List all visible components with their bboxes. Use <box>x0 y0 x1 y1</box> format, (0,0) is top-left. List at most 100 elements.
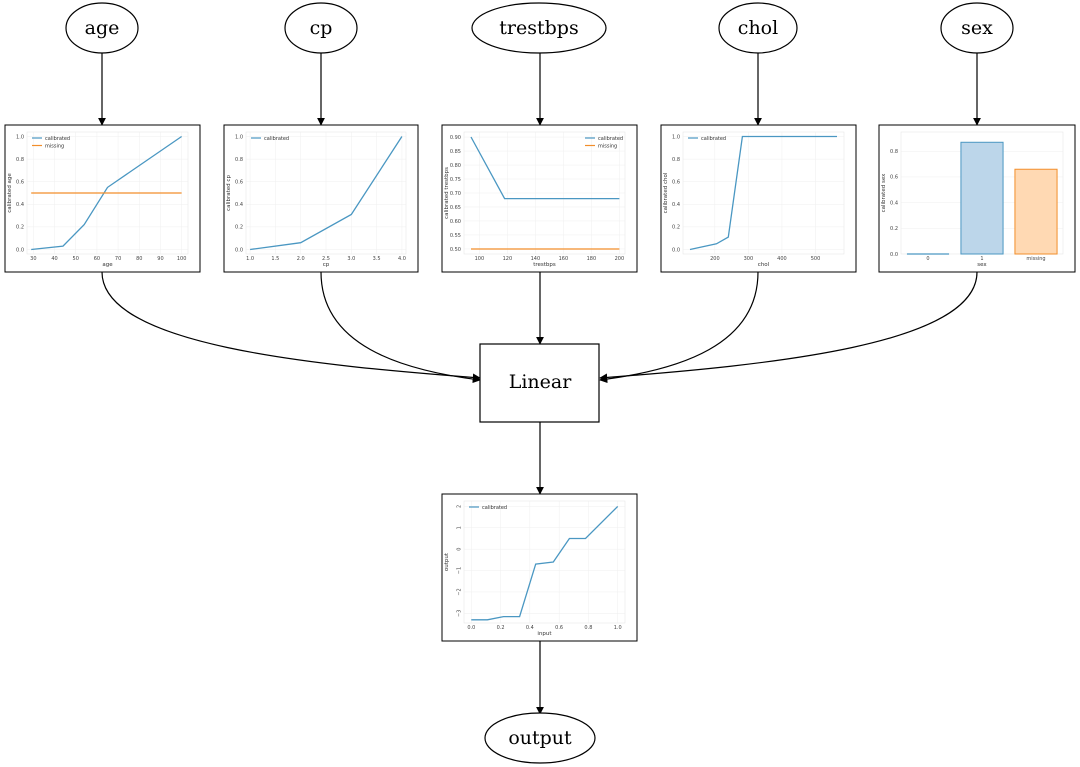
legend-label: calibrated <box>482 505 507 511</box>
y-tick-label: 0.8 <box>235 157 243 163</box>
x-tick-label: 1.5 <box>271 256 279 262</box>
y-tick-label: −2 <box>457 588 463 595</box>
series-line-calibrated <box>470 136 620 200</box>
y-tick-label: 0.90 <box>450 135 461 141</box>
x-tick-label: 0.0 <box>467 625 475 631</box>
x-tick-label: 2.5 <box>322 256 330 262</box>
y-tick-label: 1.0 <box>16 134 24 140</box>
x-tick-label: 180 <box>587 256 597 262</box>
y-tick-label: 0.50 <box>450 247 461 253</box>
x-tick-label: 200 <box>615 256 625 262</box>
y-tick-label: 0.85 <box>450 149 461 155</box>
y-tick-label: −1 <box>457 567 463 574</box>
y-tick-label: 2 <box>457 505 463 508</box>
x-tick-label: 2.0 <box>297 256 305 262</box>
y-tick-label: 0.2 <box>890 226 898 232</box>
graph-edges <box>98 53 981 715</box>
plot-area <box>682 131 845 255</box>
y-tick-label: 1.0 <box>672 134 680 140</box>
y-tick-label: 0 <box>457 548 463 551</box>
edge-age-to-linear <box>101 271 481 382</box>
y-tick-label: 0.2 <box>672 225 680 231</box>
x-tick-label: 400 <box>777 256 787 262</box>
x-tick-label: 90 <box>157 256 163 262</box>
y-tick-label: 0.4 <box>16 202 24 208</box>
x-tick-label: missing <box>1026 256 1045 262</box>
x-tick-label: 30 <box>30 256 36 262</box>
x-tick-label: 0.6 <box>555 625 563 631</box>
y-tick-label: −3 <box>457 610 463 617</box>
x-tick-label: 50 <box>73 256 79 262</box>
x-axis-title: trestbps <box>533 262 556 268</box>
y-tick-label: 0.8 <box>16 157 24 163</box>
y-tick-label: 0.6 <box>672 180 680 186</box>
y-tick-label: 0.65 <box>450 205 461 211</box>
node-cp-label: cp <box>310 17 333 39</box>
node-sex-label: sex <box>961 17 993 39</box>
node-output-label: output <box>508 727 572 749</box>
x-tick-label: 4.0 <box>398 256 406 262</box>
series-line-calibrated <box>689 135 837 251</box>
node-chol: chol <box>718 2 798 54</box>
y-tick-label: 0.60 <box>450 219 461 225</box>
x-tick-label: 3.5 <box>373 256 381 262</box>
node-linear: Linear <box>479 343 600 423</box>
y-tick-label: 0.70 <box>450 191 461 197</box>
node-age: age <box>65 2 139 54</box>
series-line-calibrated <box>31 135 182 251</box>
node-chol-label: chol <box>738 17 778 39</box>
node-trestbps-label: trestbps <box>499 17 578 39</box>
y-tick-label: 0.6 <box>890 175 898 181</box>
node-linear-label: Linear <box>509 371 573 393</box>
y-tick-label: 0.0 <box>16 247 24 253</box>
node-age-label: age <box>85 17 120 39</box>
node-sex: sex <box>940 2 1014 54</box>
node-cp: cp <box>284 2 358 54</box>
x-axis-title: input <box>537 631 552 637</box>
y-tick-label: 0.55 <box>450 233 461 239</box>
x-axis-title: age <box>102 262 113 268</box>
legend-label: calibrated <box>701 136 726 142</box>
y-tick-label: 0.2 <box>235 225 243 231</box>
x-tick-label: 40 <box>51 256 57 262</box>
x-tick-label: 160 <box>559 256 569 262</box>
node-output: output <box>484 712 596 764</box>
y-tick-label: 0.0 <box>235 247 243 253</box>
y-tick-label: 0.4 <box>672 202 680 208</box>
x-tick-label: 100 <box>475 256 485 262</box>
series-line-calibrated <box>250 136 403 251</box>
node-trestbps: trestbps <box>471 2 607 54</box>
legend-label: missing <box>45 143 64 149</box>
x-tick-label: 0.8 <box>584 625 592 631</box>
x-tick-label: 1.0 <box>246 256 254 262</box>
edge-sex-to-linear <box>599 271 978 382</box>
x-tick-label: 0.4 <box>526 625 534 631</box>
edge-chol-to-linear <box>599 271 759 384</box>
y-tick-label: 0.8 <box>890 149 898 155</box>
bar-1 <box>960 141 1004 255</box>
legend-label: calibrated <box>45 136 70 142</box>
x-axis-title: sex <box>977 262 987 268</box>
plot-area <box>463 500 626 624</box>
y-tick-label: 0.4 <box>890 200 898 206</box>
x-tick-label: 300 <box>744 256 754 262</box>
x-tick-label: 80 <box>136 256 142 262</box>
legend-label: missing <box>598 143 617 149</box>
x-tick-label: 1.0 <box>614 625 622 631</box>
series-line-calibrated <box>471 505 619 621</box>
y-axis-title: calibrated trestbps <box>444 167 450 219</box>
y-tick-label: 0.75 <box>450 177 461 183</box>
legend-label: calibrated <box>264 136 289 142</box>
y-axis-title: calibrated chol <box>663 172 669 213</box>
y-tick-label: 0.6 <box>16 180 24 186</box>
y-tick-label: 0.4 <box>235 202 243 208</box>
x-axis-title: cp <box>323 262 330 268</box>
bar-missing <box>1014 168 1058 255</box>
x-tick-label: 1 <box>980 256 983 262</box>
y-tick-label: 0.80 <box>450 163 461 169</box>
